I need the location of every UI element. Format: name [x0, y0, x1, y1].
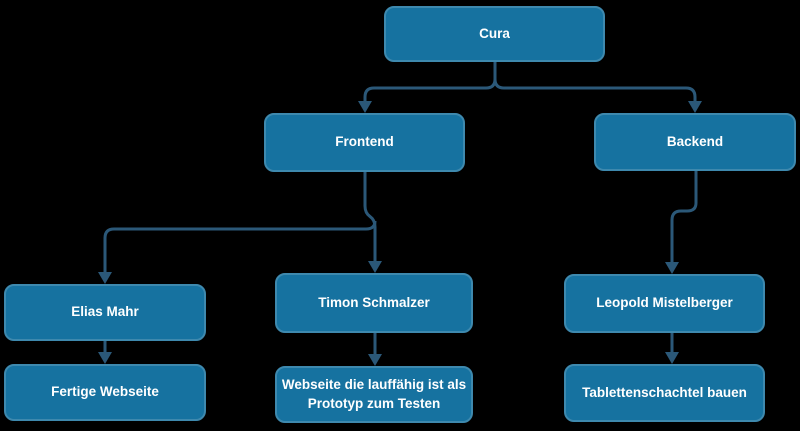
arrowhead-icon — [358, 101, 372, 113]
node-elias-mahr[interactable]: Elias Mahr — [4, 284, 206, 341]
edge-cura-frontend — [358, 62, 497, 113]
arrowhead-icon — [688, 101, 702, 113]
node-label: Frontend — [335, 134, 394, 150]
node-backend[interactable]: Backend — [594, 113, 796, 171]
edge-line — [493, 62, 697, 101]
edge-cura-backend — [493, 62, 702, 113]
node-label: Backend — [666, 133, 724, 149]
edge-backend-leopold — [665, 171, 698, 274]
node-leopold-mistelberger[interactable]: Leopold Mistelberger — [564, 274, 765, 333]
node-label: Elias Mahr — [71, 304, 139, 320]
node-label: Cura — [479, 25, 510, 41]
edge-line — [363, 172, 377, 261]
arrowhead-icon — [665, 352, 679, 364]
node-label: Tablettenschachtel bauen — [582, 384, 747, 400]
node-cura[interactable]: Cura — [384, 6, 605, 62]
edge-line — [103, 220, 377, 272]
arrowhead-icon — [368, 354, 382, 366]
edge-timon-webseite — [368, 333, 382, 366]
node-tablettenschachtel[interactable]: Tablettenschachtel bauen — [564, 364, 765, 422]
edge-line — [670, 171, 698, 262]
arrowhead-icon — [98, 352, 112, 364]
node-label: Leopold Mistelberger — [596, 295, 733, 311]
edge-elias-fertige — [98, 341, 112, 364]
node-label: Timon Schmalzer — [318, 294, 430, 310]
node-timon-schmalzer[interactable]: Timon Schmalzer — [275, 273, 473, 333]
node-webseite-prototyp[interactable]: Webseite die lauffähig ist als Prototyp … — [275, 366, 473, 423]
node-label: Webseite die lauffähig ist als Prototyp … — [281, 376, 467, 411]
node-fertige-webseite[interactable]: Fertige Webseite — [4, 364, 206, 421]
edge-frontend-elias — [98, 220, 377, 284]
edge-line — [363, 62, 497, 101]
arrowhead-icon — [368, 261, 382, 273]
arrowhead-icon — [98, 272, 112, 284]
arrowhead-icon — [665, 262, 679, 274]
edge-leopold-tabletten — [665, 333, 679, 364]
node-frontend[interactable]: Frontend — [264, 113, 465, 172]
node-label: Fertige Webseite — [51, 384, 159, 400]
